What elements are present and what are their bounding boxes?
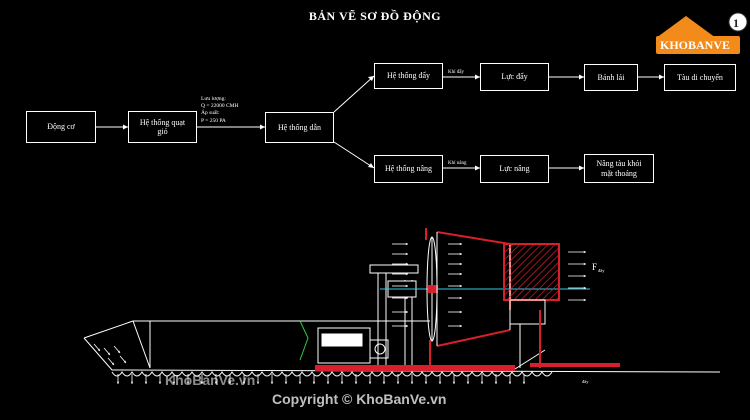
intake-arrow-head (405, 284, 408, 288)
duct-arrow-head (459, 252, 462, 256)
cushion-arrow-head (228, 381, 232, 384)
cushion-arrow-head (368, 381, 372, 384)
edge-duct-lift (333, 141, 375, 169)
cushion-arrow-head (466, 381, 470, 384)
bow-arrow-head (107, 352, 110, 355)
flow-info-line: Áp suất: (201, 110, 220, 117)
block-engine: Động cơ (26, 111, 96, 143)
engine-block (317, 327, 389, 364)
bottom-label: đẩy (582, 379, 589, 384)
edge-duct-thrust (333, 75, 375, 113)
cushion-arrow-head (382, 381, 386, 384)
cushion-arrow-head (200, 381, 204, 384)
hull-arrows (93, 343, 526, 384)
duct-arrow-head (459, 262, 462, 266)
intake-arrow-head (405, 296, 408, 300)
cushion-arrow-head (186, 381, 190, 384)
diagram-title: BẢN VẼ SƠ ĐỒ ĐỘNG (308, 9, 442, 23)
edge-label-lift-air: Khí nâng (448, 161, 467, 166)
cushion-arrow-head (284, 381, 288, 384)
intake-arrow-head (405, 242, 408, 246)
cushion-arrow-head (270, 381, 274, 384)
cushion-arrow-head (130, 381, 134, 384)
bow-arrow-head (117, 350, 120, 353)
cushion-arrow-head (326, 381, 330, 384)
cushion-arrow-head (340, 381, 344, 384)
khobanve-logo: KHOBANVE 1 (652, 12, 748, 56)
force-label-sub: đẩy (598, 268, 605, 273)
intake-arrow-head (405, 310, 408, 314)
block-lift-system: Hệ thống nâng (374, 155, 443, 183)
block-fan-system: Hệ thống quạt gió (128, 111, 197, 143)
base-deck (315, 349, 620, 371)
airflow-arrows (392, 242, 586, 328)
cushion-arrow-head (144, 381, 148, 384)
cushion-arrow-head (396, 381, 400, 384)
exhaust-arrow-head (583, 274, 586, 278)
force-label: F (592, 262, 597, 272)
cushion-arrow-head (452, 381, 456, 384)
cushion-arrow-head (508, 381, 512, 384)
duct-arrow-head (459, 284, 462, 288)
exhaust-arrow-head (583, 286, 586, 290)
intake-arrow-head (405, 324, 408, 328)
fan-blades (425, 228, 438, 342)
bow-arrow-head (111, 362, 114, 365)
cushion-arrow-head (214, 381, 218, 384)
block-ship-moves: Tàu di chuyển (664, 64, 736, 91)
logo-text: KHOBANVE (660, 38, 730, 52)
duct-arrow-head (459, 324, 462, 328)
edge-label-thrust-air: Khí đẩy (448, 70, 464, 75)
block-lift-hull: Nâng tàu khỏi mặt thoáng (584, 154, 654, 183)
exhaust-arrow-head (583, 250, 586, 254)
hull (83, 320, 721, 373)
intake-arrow-head (405, 252, 408, 256)
cushion-arrow-head (480, 381, 484, 384)
block-duct-system: Hệ thống dẫn (265, 112, 334, 143)
duct-arrow-head (459, 242, 462, 246)
duct-arrow-head (459, 272, 462, 276)
block-thrust-force: Lực đẩy (480, 63, 549, 91)
logo-mark: KHOBANVE 1 (656, 12, 748, 54)
cushion-arrow-head (242, 381, 246, 384)
flow-info-line: Lưu lượng: (201, 96, 226, 102)
cushion-arrow-head (116, 381, 120, 384)
flow-info-line: Q = 22000 CMH (201, 103, 239, 110)
flow-info-line: P = 250 PA (201, 117, 226, 124)
exhaust-arrow-head (583, 262, 586, 266)
cushion-arrow-head (158, 381, 162, 384)
cushion-arrow-head (494, 381, 498, 384)
bow-arrow-head (97, 348, 100, 351)
cushion-arrow-head (354, 381, 358, 384)
cushion-arrow-head (410, 381, 414, 384)
duct-arrow-head (459, 296, 462, 300)
ground-waves (111, 371, 553, 377)
duct-arrow-head (459, 310, 462, 314)
cushion-arrow-head (438, 381, 442, 384)
fan-duct (429, 231, 560, 368)
cushion-arrow-head (256, 381, 260, 384)
intake-arrow-head (405, 262, 408, 266)
watermark-left: KhoBanVe.vn (165, 372, 256, 388)
cushion-arrow-head (522, 381, 526, 384)
flow-info: Lưu lượng: Q = 22000 CMH Áp suất: P = 25… (201, 96, 238, 125)
cushion-arrow-head (298, 381, 302, 384)
intake-arrow-head (405, 272, 408, 276)
exhaust-arrow-head (583, 298, 586, 302)
cushion-arrow-head (424, 381, 428, 384)
watermark-center: Copyright © KhoBanVe.vn (272, 391, 447, 407)
block-lift-force: Lực nâng (480, 155, 549, 183)
bow-arrow-head (123, 360, 126, 363)
block-rudder: Bánh lái (584, 64, 638, 91)
cushion-arrow-head (172, 381, 176, 384)
logo-badge: 1 (733, 16, 739, 30)
block-thrust-system: Hệ thống đẩy (374, 63, 443, 89)
cushion-arrow-head (312, 381, 316, 384)
